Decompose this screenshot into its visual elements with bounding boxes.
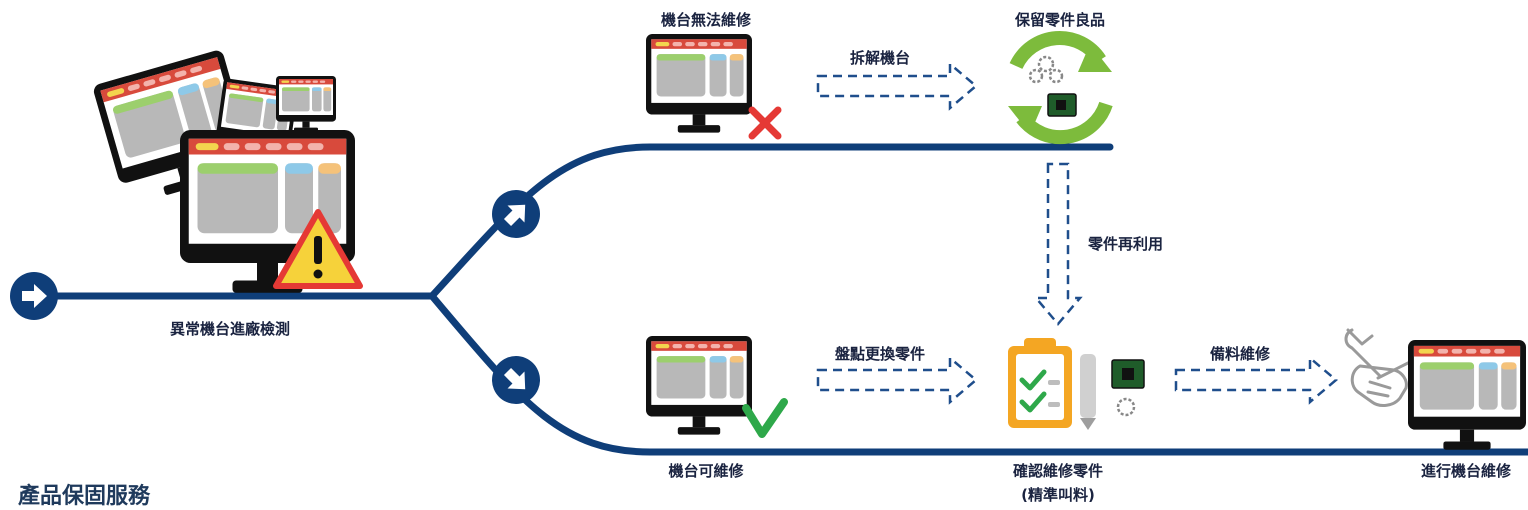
prepare-arrow — [1174, 355, 1338, 405]
branch-down-arrow-icon — [492, 356, 540, 404]
label-confirm-parts-note: (精準叫料) — [1021, 486, 1095, 504]
label-keep-parts: 保留零件良品 — [1014, 11, 1105, 29]
x-icon — [748, 106, 782, 140]
warning-icon — [273, 209, 363, 289]
label-cannot-repair: 機台無法維修 — [661, 11, 752, 29]
flow-lines — [26, 143, 1528, 456]
label-confirm-parts: 確認維修零件 — [1012, 462, 1103, 480]
label-disassemble: 拆解機台 — [850, 49, 910, 67]
label-prepare-repair: 備料維修 — [1210, 345, 1271, 363]
monitors-warning-icon — [92, 48, 363, 293]
upper-branch-line — [428, 143, 1114, 300]
page-title: 產品保固服務 — [18, 483, 151, 509]
branch-up-arrow-icon — [492, 190, 540, 238]
label-can-repair: 機台可維修 — [668, 462, 744, 480]
monitor-x-icon — [646, 34, 782, 140]
disassemble-arrow — [816, 61, 978, 111]
check-icon — [742, 398, 788, 438]
label-entry: 異常機台進廠檢測 — [170, 320, 290, 338]
label-perform-repair: 進行機台維修 — [1421, 462, 1512, 480]
label-inventory-parts: 盤點更換零件 — [834, 345, 925, 363]
clipboard-checklist-icon — [1008, 338, 1145, 430]
lower-branch-line — [428, 292, 1528, 456]
inventory-arrow — [816, 355, 978, 405]
reuse-arrow — [1033, 162, 1083, 326]
final-monitor-icon — [1408, 340, 1526, 450]
start-arrow-icon — [10, 272, 58, 320]
monitor-check-icon — [646, 336, 788, 438]
recycle-gears-icon — [1008, 31, 1113, 145]
wrench-hand-icon — [1344, 328, 1412, 407]
label-parts-reuse: 零件再利用 — [1087, 235, 1163, 253]
